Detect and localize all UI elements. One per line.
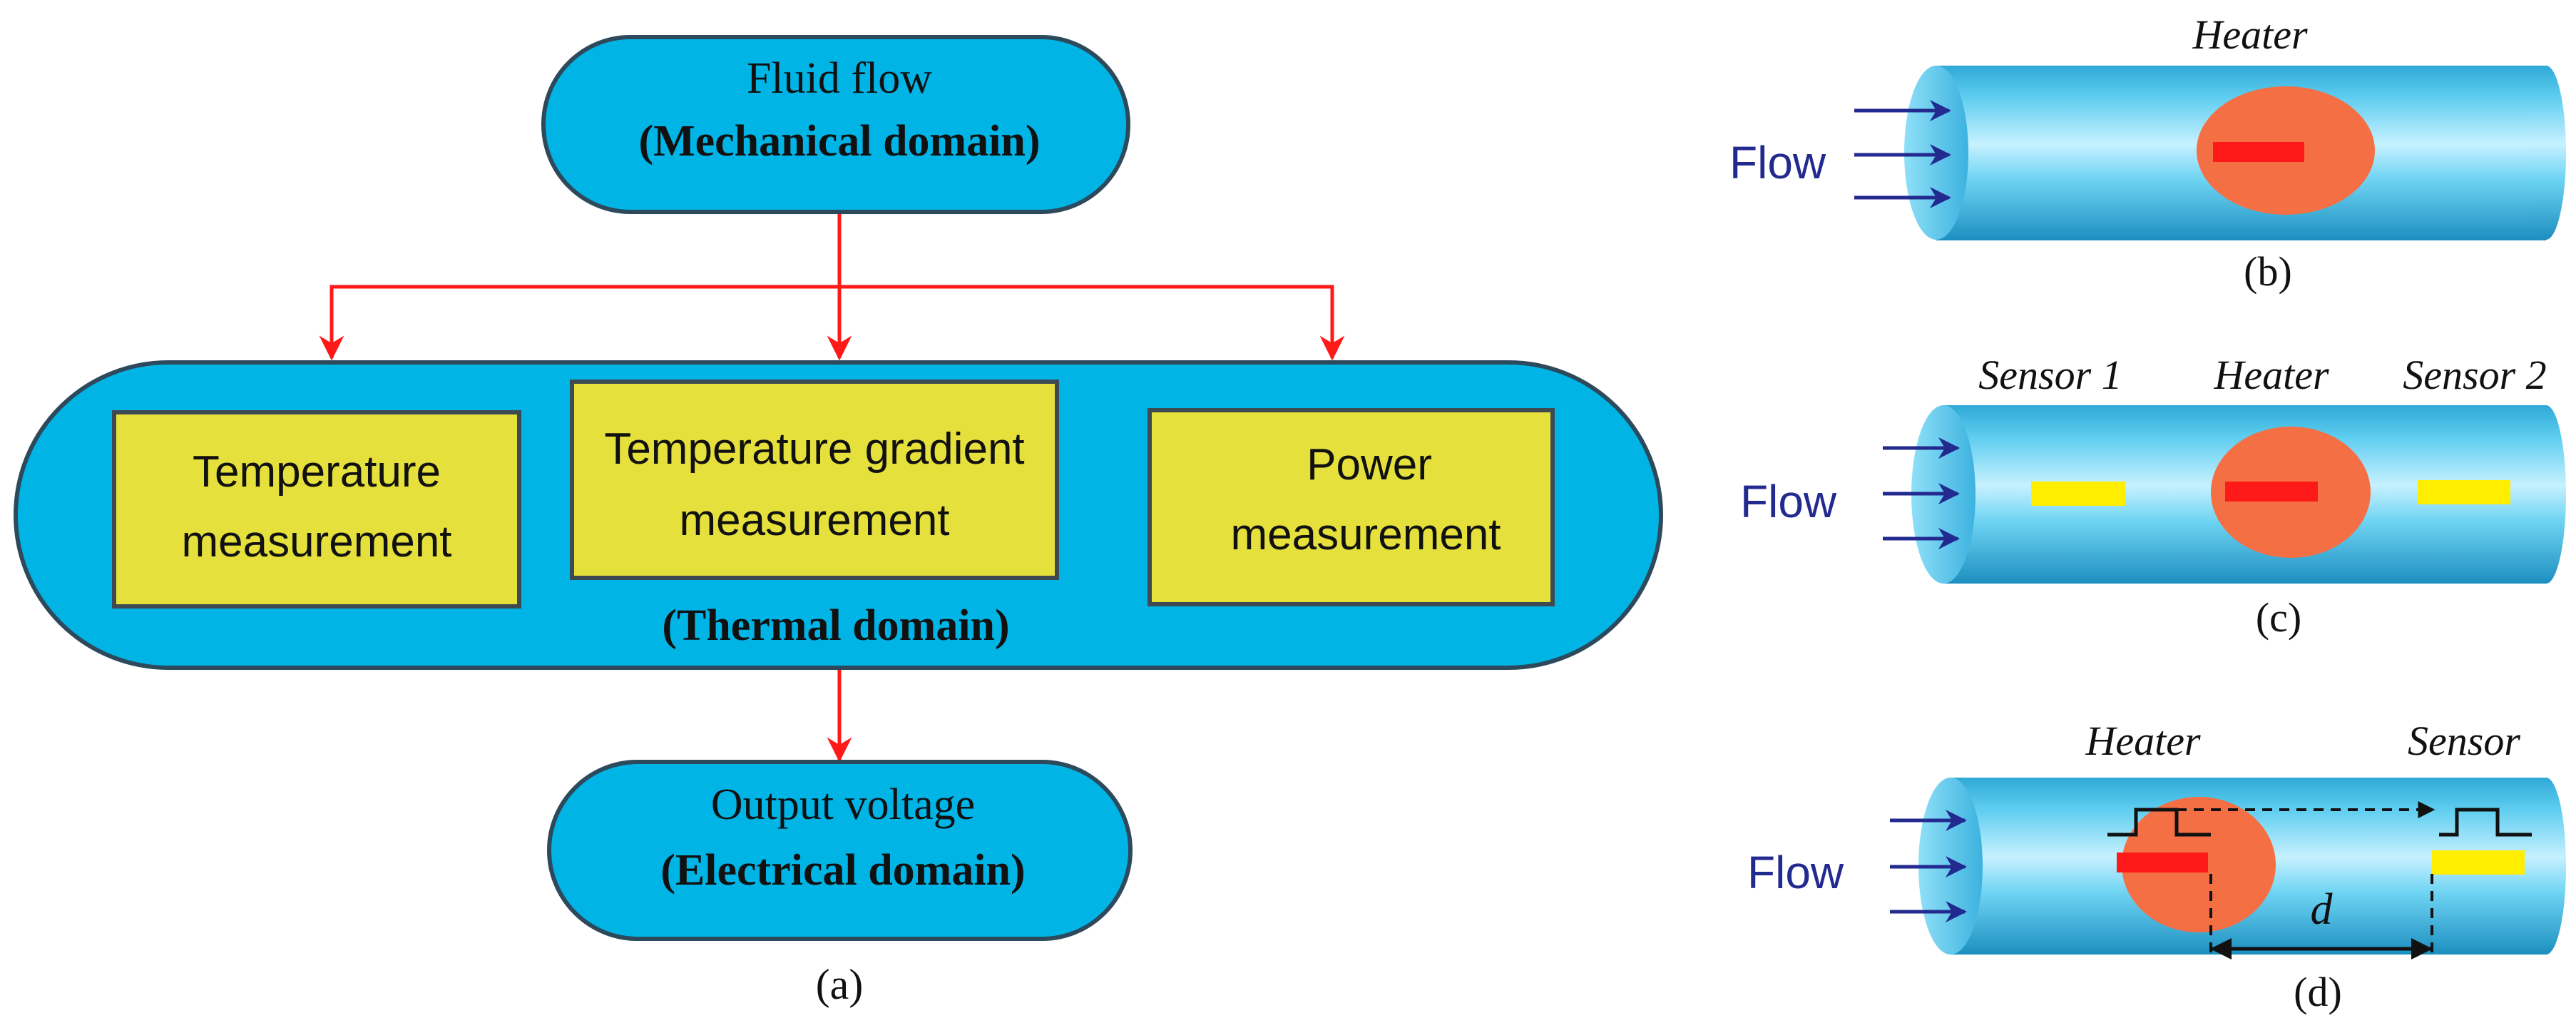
temperature-measurement-box [112, 410, 521, 609]
heater-label: Heater [2192, 11, 2307, 58]
box-3-line2: measurement [1230, 510, 1501, 559]
box-2-line1: Temperature gradient [604, 424, 1024, 474]
fluid-flow-label: Fluid flow [747, 54, 932, 103]
flow-arrows [1890, 810, 1967, 922]
pipe-end [2526, 66, 2566, 240]
electrical-domain-label: (Electrical domain) [660, 846, 1025, 895]
distance-label: d [2311, 885, 2334, 934]
power-measurement-box [1148, 408, 1555, 606]
caption-d: (d) [2294, 969, 2342, 1015]
box-1-line2: measurement [181, 517, 451, 566]
box-1-line1: Temperature [193, 447, 441, 497]
flow-label: Flow [1740, 476, 1837, 527]
mechanical-domain-label: (Mechanical domain) [638, 117, 1040, 166]
pipe-end [2526, 405, 2566, 584]
caption-b: (b) [2244, 248, 2292, 295]
output-voltage-label: Output voltage [711, 780, 975, 829]
pipe-end [2526, 778, 2566, 955]
sensor-2-label: Sensor 2 [2403, 352, 2546, 398]
temperature-gradient-measurement-box [570, 380, 1059, 580]
panel-b-hot-wire: Heater Flow (b) [1729, 11, 2566, 295]
heater-element [2225, 482, 2318, 502]
arrow-branch-bar [329, 285, 1334, 289]
flow-label: Flow [1747, 847, 1844, 898]
flow-arrows [1854, 100, 1951, 208]
heater-label: Heater [2085, 718, 2200, 764]
thermal-domain-label: (Thermal domain) [662, 601, 1009, 650]
heater-pulse [2107, 808, 2211, 837]
flow-arrows [1883, 437, 1960, 549]
panel-c-calorimetric: Sensor 1 Heater Sensor 2 Flow (c) [1740, 352, 2566, 641]
output-voltage-node [547, 760, 1133, 941]
sensor-label: Sensor [2408, 718, 2520, 764]
sensor-1-element [2031, 482, 2125, 506]
flow-label: Flow [1729, 137, 1826, 188]
panel-d-time-of-flight: Heater Sensor d Flow (d) [1747, 718, 2566, 1015]
box-2-line2: measurement [679, 496, 949, 545]
red-arrows [319, 214, 1345, 763]
box-3-line1: Power [1307, 440, 1432, 489]
pipe-inlet [1904, 66, 1968, 240]
fluid-flow-node [541, 35, 1130, 214]
heater-element [2213, 142, 2304, 162]
heater-element [2117, 853, 2208, 872]
sensor-element [2432, 850, 2525, 875]
sensor-pulse [2439, 808, 2532, 837]
caption-a: (a) [816, 961, 864, 1008]
panel-a-flowchart: Fluid flow (Mechanical domain) Temperatu… [14, 35, 1663, 1008]
caption-c: (c) [2256, 594, 2301, 641]
sensor-1-label: Sensor 1 [1978, 352, 2122, 398]
sensor-2-element [2418, 480, 2510, 504]
heater-label: Heater [2213, 352, 2329, 398]
